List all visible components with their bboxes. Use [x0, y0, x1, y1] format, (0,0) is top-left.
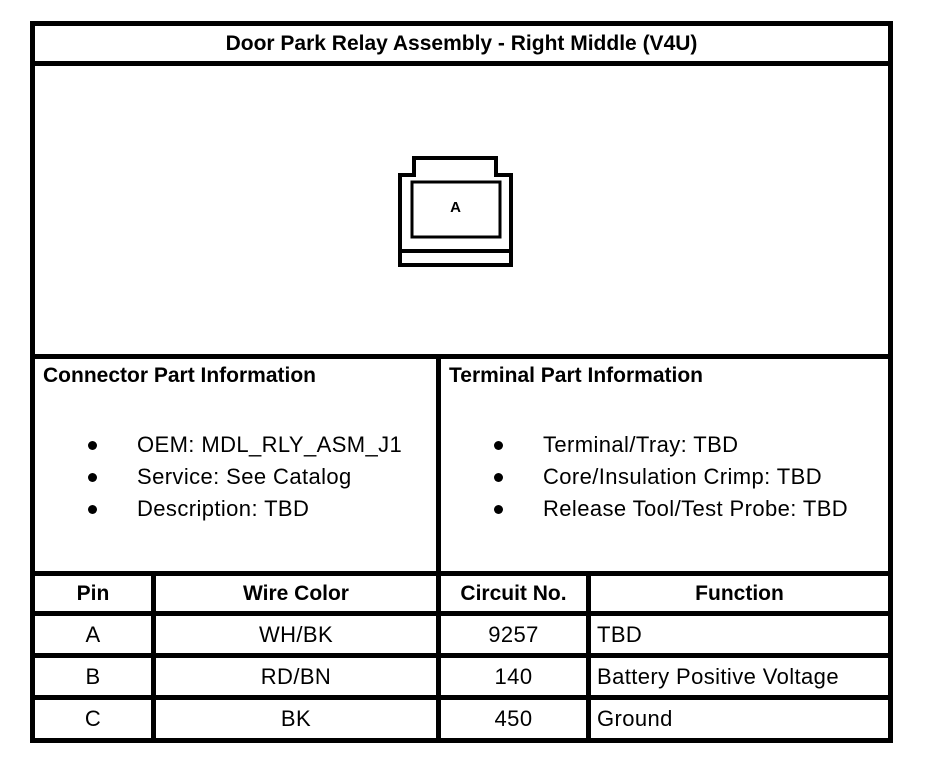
bullet-item: Core/Insulation Crimp: TBD — [447, 461, 882, 493]
connector-diagram: A — [398, 154, 513, 267]
connector-cavity-label: A — [450, 198, 461, 216]
bullet-item: Service: See Catalog — [41, 461, 430, 493]
title-bar: Door Park Relay Assembly - Right Middle … — [35, 26, 888, 66]
circuit-cell: 450 — [441, 700, 591, 738]
connector-info-header: Connector Part Information — [43, 364, 317, 387]
wire-cell: BK — [156, 700, 441, 738]
wire-cell: RD/BN — [156, 658, 441, 695]
column-header-circuit: Circuit No. — [441, 576, 591, 611]
function-cell: Ground — [597, 706, 673, 731]
terminal-part-info-section: Terminal Part Information Terminal/Tray:… — [441, 359, 888, 571]
page-title: Door Park Relay Assembly - Right Middle … — [225, 31, 698, 55]
connector-info-list: OEM: MDL_RLY_ASM_J1 Service: See Catalog… — [41, 429, 430, 525]
table-row: A WH/BK 9257 TBD — [35, 616, 888, 658]
wire-cell: WH/BK — [156, 616, 441, 653]
terminal-info-list: Terminal/Tray: TBD Core/Insulation Crimp… — [447, 429, 882, 525]
bullet-item: Terminal/Tray: TBD — [447, 429, 882, 461]
function-cell: TBD — [597, 621, 643, 647]
bullet-item: OEM: MDL_RLY_ASM_J1 — [41, 429, 430, 461]
connector-part-info-section: Connector Part Information OEM: MDL_RLY_… — [35, 359, 441, 571]
terminal-info-header: Terminal Part Information — [449, 364, 703, 387]
pin-table: Pin Wire Color Circuit No. Function A WH… — [35, 576, 888, 738]
column-header-function: Function — [695, 581, 784, 605]
circuit-cell: 9257 — [441, 616, 591, 653]
pin-cell: C — [35, 700, 156, 738]
function-cell: Battery Positive Voltage — [597, 663, 839, 689]
connector-view-area: A — [35, 66, 888, 359]
bullet-item: Description: TBD — [41, 493, 430, 525]
pin-table-header-row: Pin Wire Color Circuit No. Function — [35, 576, 888, 616]
connector-outline-icon — [398, 155, 513, 267]
connector-document: Door Park Relay Assembly - Right Middle … — [30, 21, 893, 743]
column-header-wire: Wire Color — [156, 576, 441, 611]
table-row: B RD/BN 140 Battery Positive Voltage — [35, 658, 888, 700]
table-row: C BK 450 Ground — [35, 700, 888, 738]
pin-cell: A — [35, 616, 156, 653]
column-header-pin: Pin — [35, 576, 156, 611]
bullet-item: Release Tool/Test Probe: TBD — [447, 493, 882, 525]
part-information-row: Connector Part Information OEM: MDL_RLY_… — [35, 359, 888, 576]
pin-cell: B — [35, 658, 156, 695]
circuit-cell: 140 — [441, 658, 591, 695]
